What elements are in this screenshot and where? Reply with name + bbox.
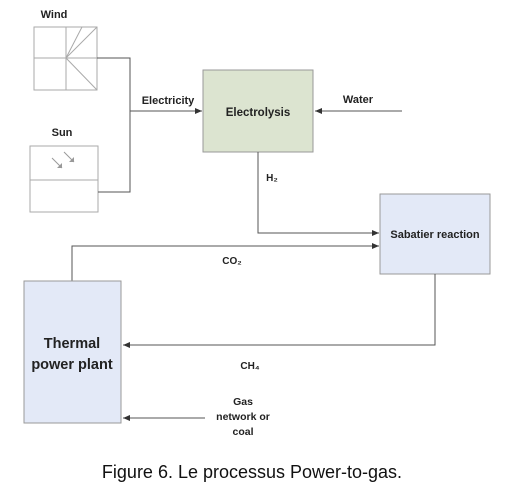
ch4-arrow [123, 274, 436, 348]
thermal-label-line2: power plant [31, 357, 113, 373]
ch4-label: CH₄ [240, 361, 259, 372]
solar-panel-icon [29, 145, 99, 213]
sabatier-label: Sabatier reaction [390, 229, 480, 241]
wind-label: Wind [41, 9, 68, 21]
electricity-label: Electricity [142, 95, 195, 107]
co2-label: CO₂ [222, 256, 241, 267]
electricity-connector [97, 57, 202, 193]
water-label: Water [343, 94, 374, 106]
electrolysis-label: Electrolysis [226, 107, 291, 119]
thermal-power-plant-box [23, 280, 122, 424]
thermal-label-line1: Thermal [44, 336, 100, 352]
co2-arrow [71, 243, 379, 281]
h2-arrow [257, 152, 379, 236]
figure-caption: Figure 6. Le processus Power-to-gas. [102, 462, 402, 482]
sun-label: Sun [52, 127, 73, 139]
gas-label-line1: Gas [233, 396, 253, 408]
wind-turbine-icon [33, 26, 98, 91]
h2-label: H₂ [266, 173, 278, 184]
gas-label-line3: coal [232, 426, 253, 438]
gas-label-line2: network or [216, 411, 270, 423]
